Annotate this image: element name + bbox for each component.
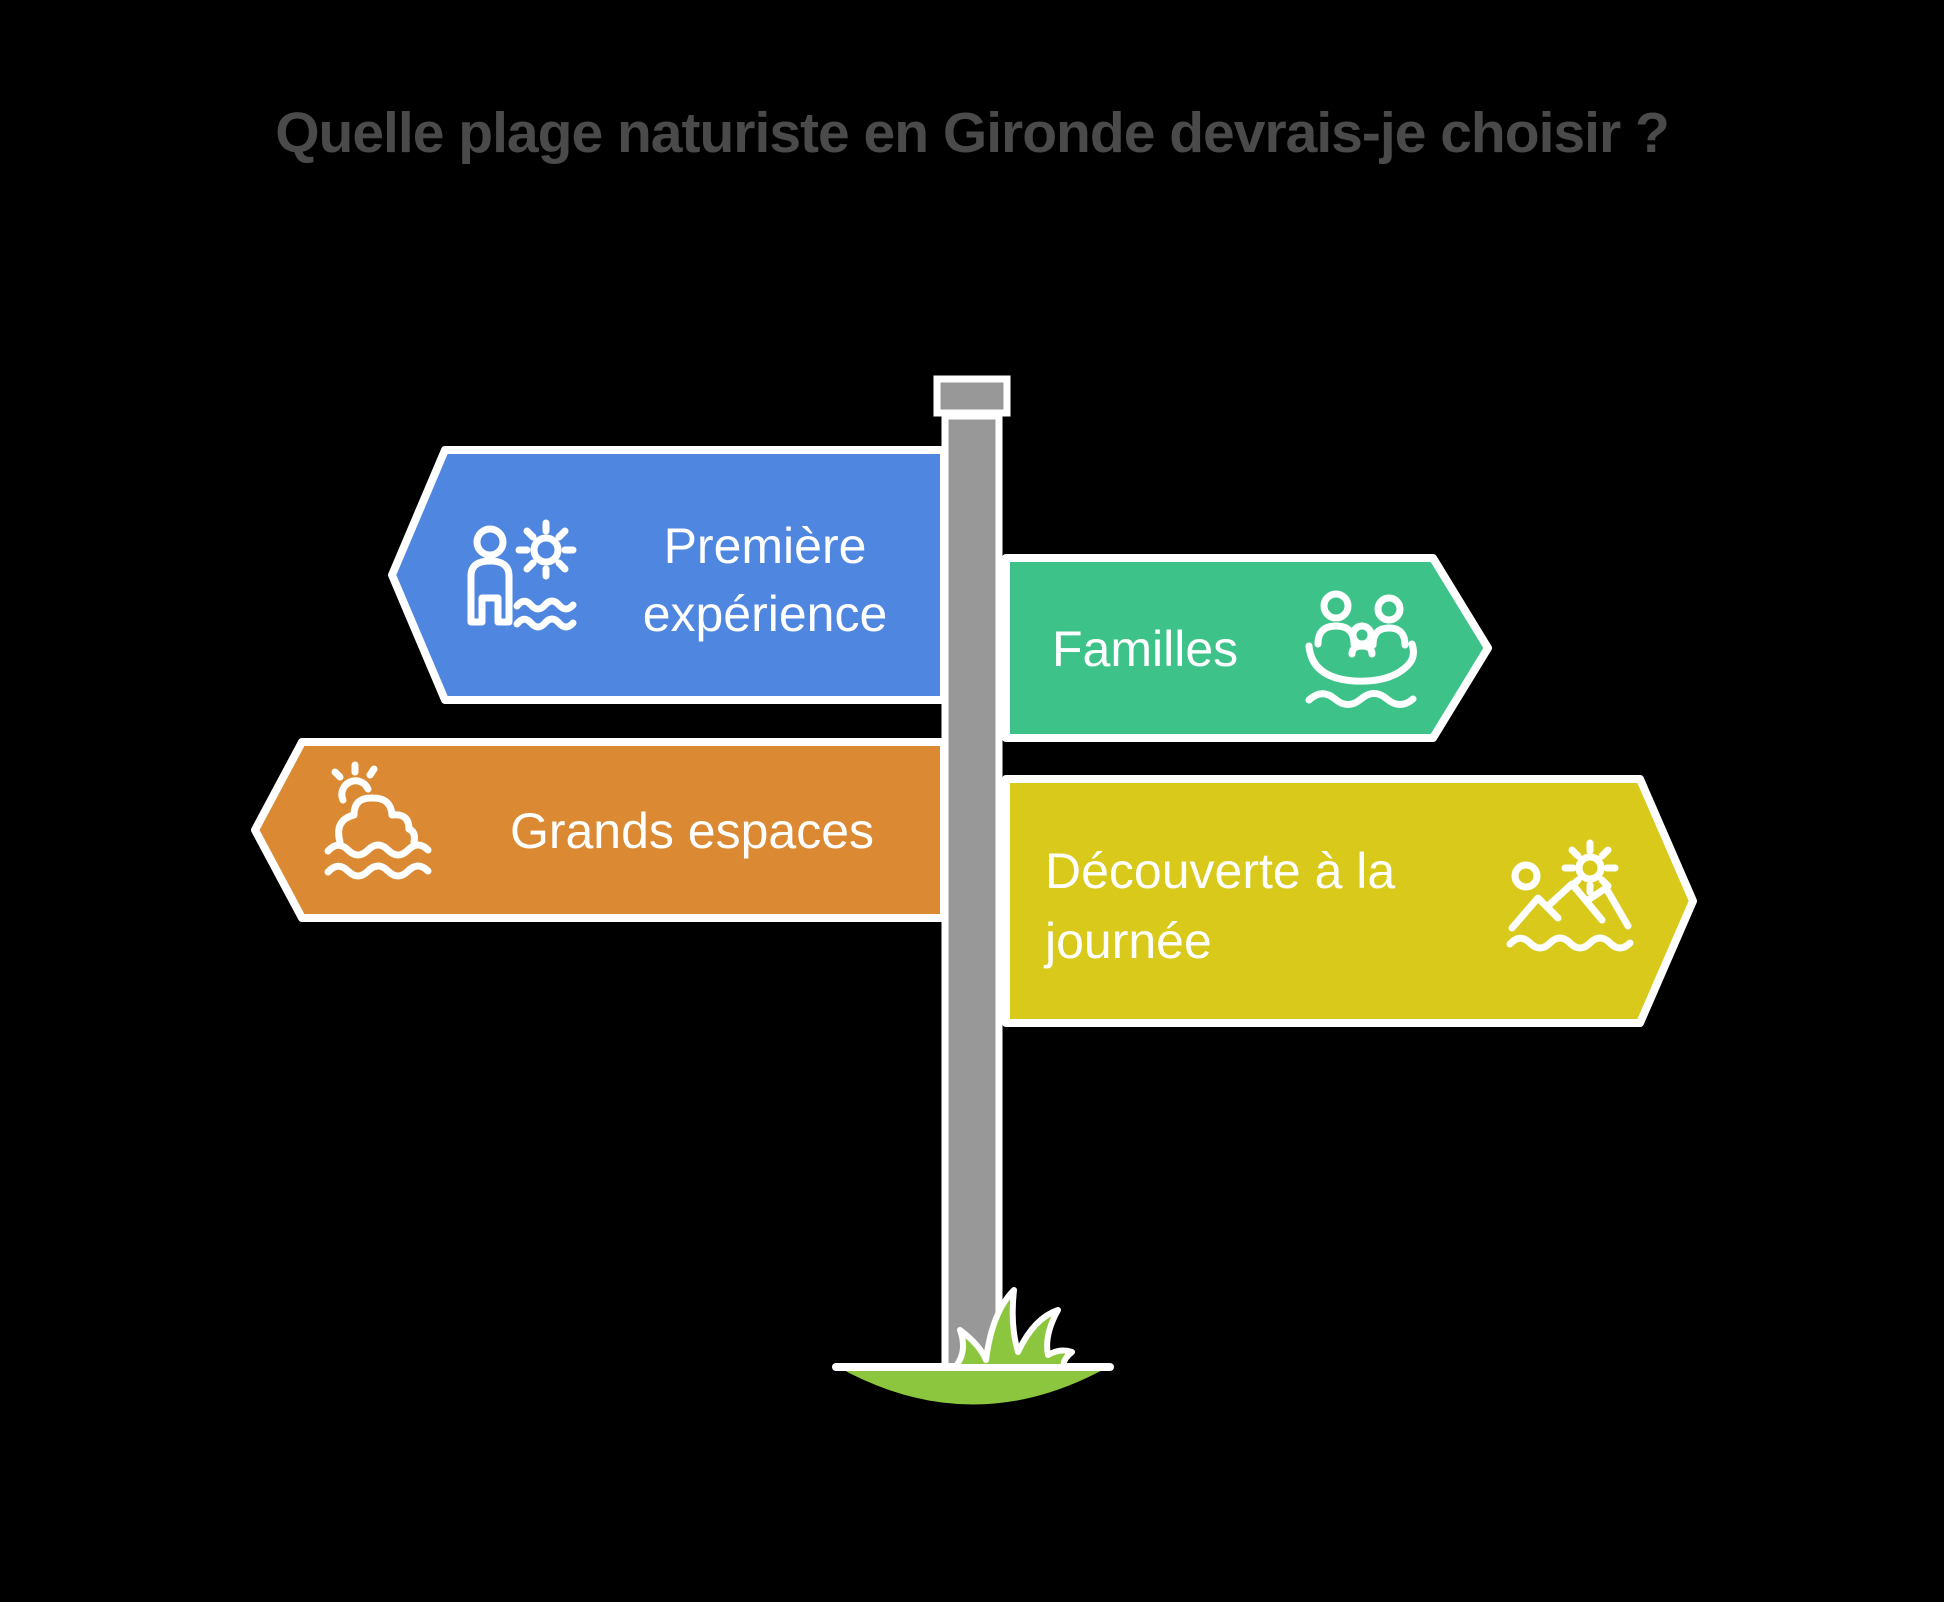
sign-label-line: Première [664,518,867,574]
sun-dune-waves-icon [324,761,432,880]
dunes-sun-swimmer-icon [1506,839,1634,952]
sign-label-line: expérience [643,586,888,642]
grass-tuft [952,1287,1075,1370]
sign-label-line: journée [1043,913,1212,969]
sign-decouverte-journee: Découverte à la journée [1002,775,1697,1027]
family-boat-icon [1305,590,1417,708]
sign-premiere-experience: Première expérience [388,446,948,704]
grass-mound [838,1367,1108,1405]
sign-panel-premiere-experience [388,446,948,704]
sign-label-line: Familles [1052,621,1238,677]
person-sun-waves-icon [467,519,577,631]
sign-panel-decouverte-journee [1002,775,1697,1027]
sign-grands-espaces: Grands espaces [251,738,948,922]
signpost-pole-cap [933,375,1011,417]
page-title: Quelle plage naturiste en Gironde devrai… [275,101,1670,165]
sign-label-line: Découverte à la [1045,843,1395,899]
signpost-pole [941,412,1003,1371]
sign-label-line: Grands espaces [510,803,874,859]
sign-familles: Familles [1002,554,1492,742]
